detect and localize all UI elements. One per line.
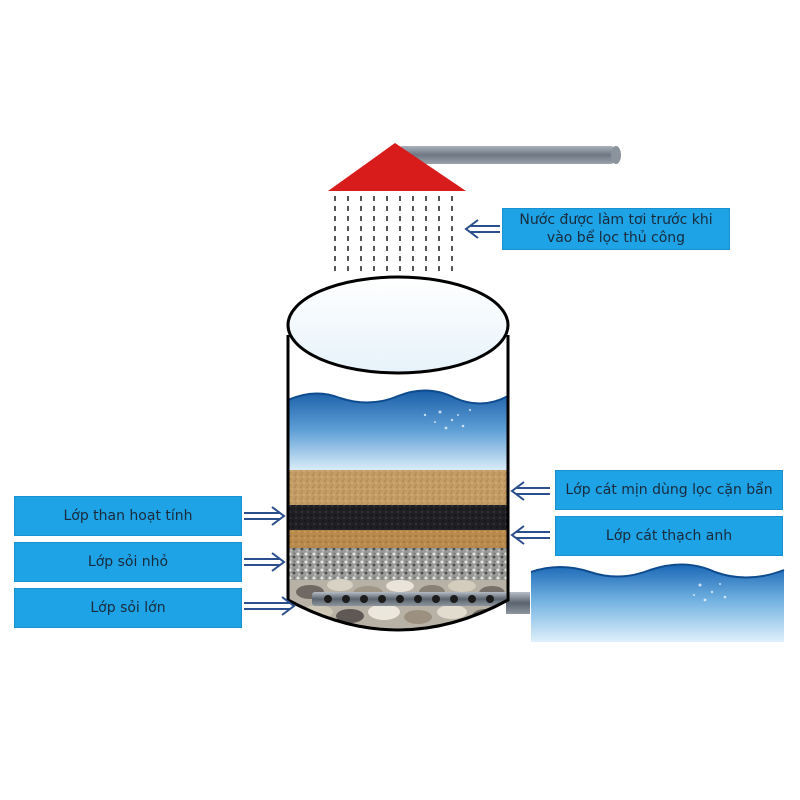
output-water xyxy=(530,563,785,642)
outlet-pipe xyxy=(506,592,530,614)
drain-holes xyxy=(324,595,494,603)
label-small-gravel-text: Lớp sỏi nhỏ xyxy=(87,553,169,570)
filter-tank xyxy=(286,275,530,632)
fine-sand-layer xyxy=(288,470,508,505)
pipe-icon xyxy=(395,146,618,164)
drain-pipe xyxy=(312,592,508,606)
water-spray xyxy=(334,196,453,275)
label-activated-carbon: Lớp than hoạt tính xyxy=(14,496,242,536)
tank-top xyxy=(286,275,510,375)
double-line-arrow-icon xyxy=(244,596,296,616)
label-aerated-water-line2: vào bể lọc thủ công xyxy=(546,230,686,246)
double-line-arrow-icon xyxy=(244,552,286,572)
water-layer xyxy=(288,390,508,470)
arrows xyxy=(244,219,550,616)
label-large-gravel-text: Lớp sỏi lớn xyxy=(90,599,166,616)
quartz-sand-layer xyxy=(288,530,508,548)
label-aerated-water: Nước được làm tơi trước khi vào bể lọc t… xyxy=(502,208,730,250)
carbon-layer xyxy=(288,505,508,530)
label-quartz-sand: Lớp cát thạch anh xyxy=(555,516,783,556)
shower-roof xyxy=(328,143,466,191)
shower-head-icon xyxy=(328,143,621,191)
double-line-arrow-icon xyxy=(510,481,550,501)
double-line-arrow-icon xyxy=(244,506,286,526)
label-quartz-sand-text: Lớp cát thạch anh xyxy=(605,527,733,544)
double-line-arrow-icon xyxy=(464,219,500,239)
label-fine-sand-text: Lớp cát mịn dùng lọc cặn bẩn xyxy=(565,481,773,498)
small-gravel-layer xyxy=(288,548,508,580)
label-activated-carbon-text: Lớp than hoạt tính xyxy=(63,507,193,524)
label-small-gravel: Lớp sỏi nhỏ xyxy=(14,542,242,582)
double-line-arrow-icon xyxy=(510,525,550,545)
label-large-gravel: Lớp sỏi lớn xyxy=(14,588,242,628)
label-aerated-water-line1: Nước được làm tơi trước khi xyxy=(519,211,713,228)
label-fine-sand: Lớp cát mịn dùng lọc cặn bẩn xyxy=(555,470,783,510)
